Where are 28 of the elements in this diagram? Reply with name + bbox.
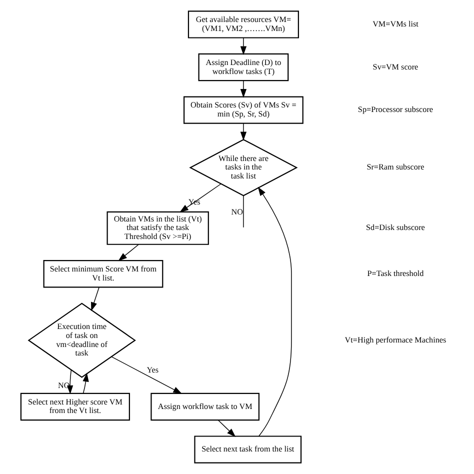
- label: VM=VMs list: [372, 20, 418, 29]
- arrow: [240, 80, 247, 98]
- arrow: [91, 287, 100, 312]
- node-box: Select next Higher score VM from the Vt list.: [20, 392, 130, 421]
- edge-label: NO: [231, 207, 244, 216]
- node-box: Get available resources VM= (VM1, VM2 ,…….VMn): [188, 10, 299, 38]
- node-box: Select minimum Score VM from Vt list.: [43, 260, 164, 288]
- node-box: Obtain VMs in the list (Vt) that satisfy the task Threshold (Sv >=Pi): [106, 211, 209, 245]
- label: Sd=Disk subscore: [366, 223, 425, 232]
- label: P=Task threshold: [367, 268, 424, 278]
- label: Sr=Ram subscore: [366, 162, 424, 172]
- node-box: Select next task from the list: [194, 436, 302, 464]
- label: Sp=Processor subscore: [358, 105, 434, 114]
- node-box: Assign Deadline (D) to workflow tasks (T): [198, 53, 289, 82]
- arrow: [258, 186, 292, 436]
- arrow: [218, 420, 236, 438]
- label: Vt=High performace Machines: [344, 335, 446, 344]
- arrow: [240, 37, 247, 56]
- arrow: [111, 356, 182, 394]
- arrow: [118, 244, 139, 262]
- arrow: [82, 372, 89, 394]
- arrow: [240, 123, 247, 141]
- arrow: [180, 184, 222, 212]
- edge-label: Yes: [146, 366, 159, 375]
- node-box: Assign workflow task to VM: [150, 392, 260, 421]
- label: Sv=VM score: [372, 62, 418, 72]
- node-box: Obtain Scores (Sv) of VMs Sv = min (Sp, Sr, Sd): [184, 96, 304, 124]
- connector: [243, 195, 244, 228]
